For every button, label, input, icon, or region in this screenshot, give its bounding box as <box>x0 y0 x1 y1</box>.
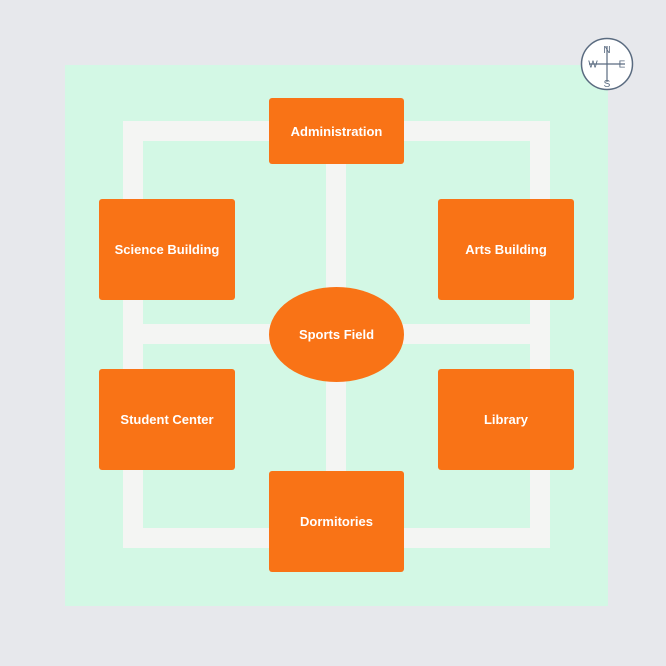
building-administration[interactable]: Administration <box>269 98 404 164</box>
path-outer-left <box>123 121 143 548</box>
compass-west-label: W <box>588 60 598 71</box>
building-sports-field[interactable]: Sports Field <box>269 287 404 382</box>
compass-north-label: N <box>603 45 610 56</box>
building-library[interactable]: Library <box>438 369 574 470</box>
compass-east-label: E <box>619 60 626 71</box>
building-science[interactable]: Science Building <box>99 199 235 300</box>
compass-south-label: S <box>604 79 611 90</box>
building-arts[interactable]: Arts Building <box>438 199 574 300</box>
building-student-center[interactable]: Student Center <box>99 369 235 470</box>
building-dormitories[interactable]: Dormitories <box>269 471 404 572</box>
compass-icon: N S E W <box>580 37 634 91</box>
path-outer-right <box>530 121 550 548</box>
